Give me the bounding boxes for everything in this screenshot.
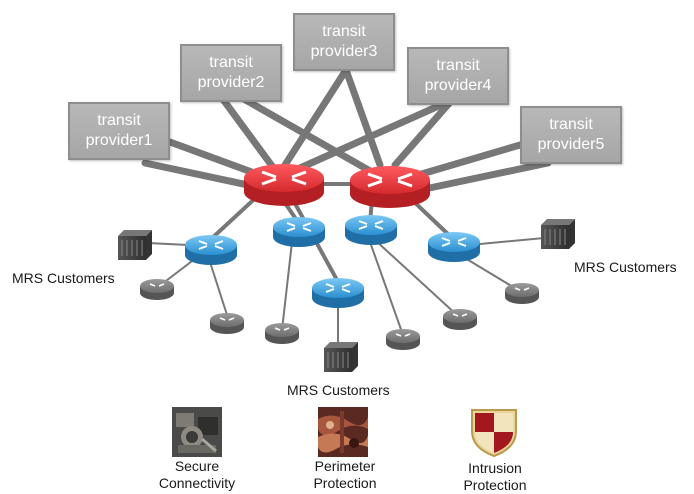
customer-router: [386, 329, 420, 350]
legend-line1: Perimeter: [314, 458, 376, 474]
customer-router: [140, 279, 174, 300]
legend-line2: Protection: [313, 475, 377, 491]
secure-connectivity-icon: [172, 407, 222, 457]
legend-line2: Connectivity: [158, 475, 236, 491]
provider-label-line1: transit: [549, 116, 593, 133]
customer-router: [210, 313, 244, 334]
legend-line1: Secure: [174, 458, 220, 474]
transit-provider-box: transit provider5: [520, 106, 622, 164]
provider-label-line2: provider5: [537, 136, 605, 153]
customer-server-left: [118, 230, 152, 260]
customer-router: [443, 309, 477, 330]
core-router-right: [350, 166, 430, 208]
legend-label-perimeter-protection: Perimeter Protection: [290, 458, 400, 492]
edge-router-1: [185, 235, 237, 265]
core-router-left: [244, 164, 324, 206]
provider-label-line2: provider4: [424, 77, 492, 94]
customers-label-bottom: MRS Customers: [287, 382, 390, 398]
provider-label-line1: transit: [209, 54, 253, 71]
customer-server-bottom: [324, 342, 358, 372]
provider-label-line2: provider3: [310, 43, 378, 60]
perimeter-protection-icon: [318, 407, 368, 457]
transit-provider-box: transit provider1: [68, 102, 170, 160]
legend-label-intrusion-protection: Intrusion Protection: [440, 460, 550, 494]
legend-line2: Protection: [463, 477, 527, 493]
customers-label-right: MRS Customers: [574, 259, 677, 275]
provider-label-line2: provider2: [197, 74, 265, 91]
legend-line1: Intrusion: [468, 460, 522, 476]
provider-label-line1: transit: [97, 112, 141, 129]
intrusion-protection-shield-icon: [471, 409, 517, 457]
customer-router: [265, 323, 299, 344]
provider-label-line1: transit: [322, 23, 366, 40]
provider-links: [141, 66, 552, 194]
provider-label-line1: transit: [436, 57, 480, 74]
provider-label-line2: provider1: [85, 132, 153, 149]
customer-server-right: [541, 219, 575, 249]
transit-provider-box: transit provider2: [180, 44, 282, 102]
customer-links: [147, 237, 545, 345]
transit-provider-box: transit provider4: [407, 47, 509, 105]
transit-provider-box: transit provider3: [293, 13, 395, 71]
edge-router-5: [312, 278, 364, 308]
edge-router-3: [345, 215, 397, 245]
edge-router-2: [273, 217, 325, 247]
customers-label-left: MRS Customers: [12, 270, 115, 286]
legend-label-secure-connectivity: Secure Connectivity: [142, 458, 252, 492]
customer-router: [505, 283, 539, 304]
edge-router-4: [428, 232, 480, 262]
